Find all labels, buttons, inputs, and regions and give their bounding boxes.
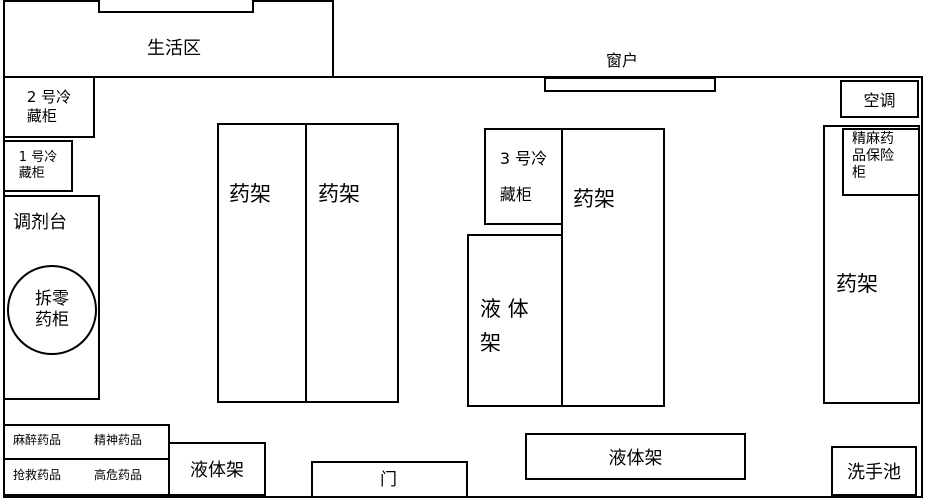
narcotic-cabinet-label: 精麻药 品保险 柜 [852, 131, 894, 181]
living-area-top-opening [98, 0, 254, 13]
door [311, 461, 468, 498]
sink-label: 洗手池 [847, 462, 901, 483]
fridge-1: 1 号冷 藏柜 [3, 140, 73, 192]
category-emergency: 抢救药品 [13, 468, 62, 482]
category-narcotic: 麻醉药品 [13, 433, 62, 447]
liquid-rack-bottom-right: 液体架 [525, 433, 746, 480]
liquid-rack-bottom-right-label: 液体架 [608, 447, 663, 469]
fridge-2: 2 号冷 藏柜 [3, 76, 95, 138]
shelf-c [561, 128, 665, 407]
fridge-3-label: 3 号冷 藏柜 [499, 149, 548, 204]
narcotic-cabinet [842, 128, 920, 196]
sink: 洗手池 [831, 446, 917, 496]
fridge-1-label: 1 号冷 藏柜 [18, 149, 58, 181]
liquid-rack-middle-label: 液 体 架 [480, 297, 529, 355]
category-grid [3, 424, 170, 496]
living-area-label: 生活区 [147, 38, 201, 59]
category-psychotropic: 精神药品 [94, 433, 143, 447]
dispensing-table-label: 调剂台 [13, 212, 67, 233]
category-high-risk: 高危药品 [94, 468, 143, 482]
liquid-rack-bottom-left-label: 液体架 [190, 460, 244, 481]
air-conditioner: 空调 [840, 80, 919, 118]
shelf-b-label: 药架 [318, 182, 360, 206]
split-cabinet: 拆零 药柜 [7, 265, 97, 355]
window [544, 77, 716, 92]
window-label: 窗户 [606, 51, 639, 70]
shelf-b [305, 123, 399, 403]
fridge-2-label: 2 号冷 藏柜 [26, 88, 72, 125]
category-grid-divider [3, 458, 170, 460]
air-conditioner-label: 空调 [863, 91, 896, 110]
shelf-c-label: 药架 [573, 187, 615, 211]
shelf-d-label: 药架 [836, 272, 878, 296]
fridge-3: 3 号冷 藏柜 [484, 128, 563, 225]
liquid-rack-bottom-left: 液体架 [168, 442, 266, 496]
shelf-a-label: 药架 [229, 182, 271, 206]
shelf-a [217, 123, 307, 403]
split-cabinet-label: 拆零 药柜 [35, 288, 69, 330]
door-label: 门 [380, 470, 397, 490]
